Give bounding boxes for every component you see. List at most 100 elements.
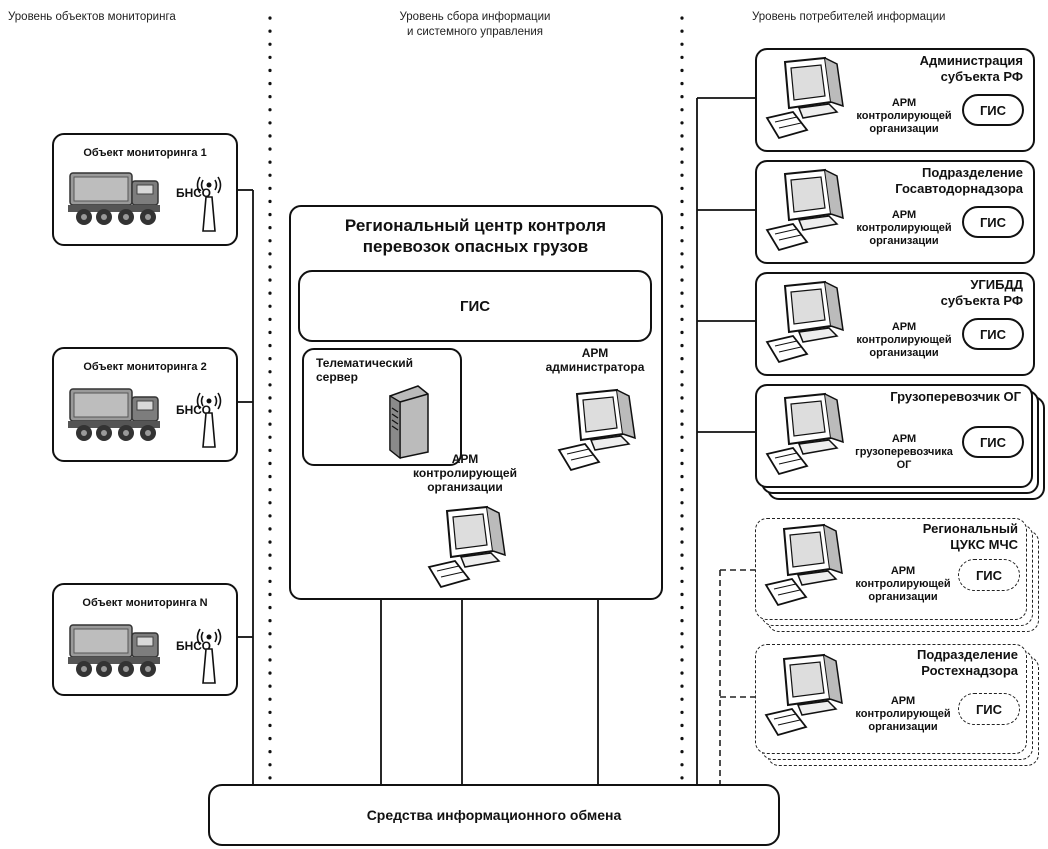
consumer-title: Подразделение Ростехнадзора xyxy=(917,647,1018,679)
consumer-arm-label-line3: организации xyxy=(868,591,938,603)
center-gis-box: ГИС xyxy=(298,270,652,342)
consumer-arm-label-line2: контролирующей xyxy=(855,578,951,590)
computer-icon xyxy=(765,56,844,140)
consumer-arm-label-line2: контролирующей xyxy=(855,708,951,720)
consumer-title-line1: Грузоперевозчик ОГ xyxy=(890,389,1021,404)
information-exchange-label: Средства информационного обмена xyxy=(366,807,622,823)
consumer-arm-label-line2: контролирующей xyxy=(856,334,952,346)
admin-arm-label-line1: АРМ xyxy=(581,346,609,360)
antenna-icon xyxy=(196,628,222,684)
regional-center-title-line1: Региональный центр контроля xyxy=(344,216,607,235)
center-arm-label-line1: АРМ xyxy=(451,452,479,466)
consumer-arm-label-line3: организации xyxy=(869,235,939,247)
consumer-title-line2: ЦУКС МЧС xyxy=(950,537,1018,552)
computer-icon xyxy=(557,388,636,472)
consumer-arm-label-line1: АРМ xyxy=(891,321,917,333)
consumer-gis-badge: ГИС xyxy=(962,426,1024,458)
level-heading-collection-line1: Уровень сбора информации xyxy=(399,11,551,23)
consumer-arm-label-line3: организации xyxy=(869,123,939,135)
center-arm-label-line3: организации xyxy=(427,480,503,494)
computer-icon xyxy=(427,505,506,589)
consumer-gis-badge: ГИС xyxy=(962,206,1024,238)
level-heading-consumers: Уровень потребителей информации xyxy=(752,11,946,23)
truck-icon xyxy=(68,624,160,677)
consumer-arm-label-line3: ОГ xyxy=(896,459,912,471)
center-arm-label-line2: контролирующей xyxy=(413,466,517,480)
consumer-title-line2: Ростехнадзора xyxy=(921,663,1018,678)
consumer-arm-label-line1: АРМ xyxy=(891,433,917,445)
consumer-administration: Администрация субъекта РФ АРМ контролиру… xyxy=(755,48,1035,152)
computer-icon xyxy=(764,653,843,737)
computer-icon xyxy=(765,168,844,252)
consumer-arm-label-line2: грузоперевозчика xyxy=(855,446,953,458)
consumer-cargo-carrier: Грузоперевозчик ОГ АРМ грузоперевозчика … xyxy=(755,384,1033,488)
monitoring-object-title: Объект мониторинга N xyxy=(82,597,208,609)
consumer-title-line2: Госавтодорнадзора xyxy=(895,181,1023,196)
consumer-gosavtodornadzor: Подразделение Госавтодорнадзора АРМ конт… xyxy=(755,160,1035,264)
consumer-arm-label: АРМ контролирующей организации xyxy=(848,565,958,604)
consumer-title-line1: УГИБДД xyxy=(970,277,1023,292)
consumer-arm-label-line2: контролирующей xyxy=(856,110,952,122)
consumer-arm-label: АРМ контролирующей организации xyxy=(849,321,959,360)
consumer-arm-label-line1: АРМ xyxy=(891,97,917,109)
consumer-title-line1: Подразделение xyxy=(916,647,1018,662)
consumer-arm-label-line3: организации xyxy=(868,721,938,733)
consumer-arm-label-line3: организации xyxy=(869,347,939,359)
consumer-arm-label-line1: АРМ xyxy=(891,209,917,221)
truck-icon xyxy=(68,388,160,441)
consumer-arm-label: АРМ грузоперевозчика ОГ xyxy=(849,433,959,472)
antenna-icon xyxy=(196,392,222,448)
computer-icon xyxy=(765,280,844,364)
center-gis-label: ГИС xyxy=(459,297,491,315)
monitoring-object-n: Объект мониторинга N БНСО xyxy=(52,583,238,696)
admin-arm-label: АРМ администратора xyxy=(520,346,670,374)
telematic-server-label-line2: сервер xyxy=(316,370,358,384)
consumer-arm-label-line1: АРМ xyxy=(890,695,916,707)
consumer-gis-badge: ГИС xyxy=(962,318,1024,350)
computer-icon xyxy=(764,523,843,607)
consumer-title-line1: Региональный xyxy=(922,521,1018,536)
monitoring-object-2: Объект мониторинга 2 БНСО xyxy=(52,347,238,462)
telematic-server-label: Телематический сервер xyxy=(316,356,413,384)
telematic-server-label-line1: Телематический xyxy=(316,356,413,370)
regional-center-title: Региональный центр контроля перевозок оп… xyxy=(291,215,660,257)
consumer-title: УГИБДД субъекта РФ xyxy=(941,277,1023,309)
consumer-title-line2: субъекта РФ xyxy=(940,293,1023,308)
computer-icon xyxy=(765,392,844,476)
consumer-arm-label: АРМ контролирующей организации xyxy=(849,97,959,136)
consumer-title-line1: Подразделение xyxy=(921,165,1023,180)
information-exchange-box: Средства информационного обмена xyxy=(208,784,780,846)
telematic-server-box: Телематический сервер xyxy=(302,348,462,466)
consumer-arm-label-line2: контролирующей xyxy=(856,222,952,234)
consumer-ugibdd: УГИБДД субъекта РФ АРМ контролирующей ор… xyxy=(755,272,1035,376)
consumer-title: Региональный ЦУКС МЧС xyxy=(923,521,1018,553)
monitoring-object-1: Объект мониторинга 1 БНСО xyxy=(52,133,238,246)
antenna-icon xyxy=(196,176,222,232)
consumer-title: Администрация субъекта РФ xyxy=(920,53,1023,85)
regional-center-title-line2: перевозок опасных грузов xyxy=(362,237,589,256)
consumer-gis-badge: ГИС xyxy=(958,693,1020,725)
center-arm-label: АРМ контролирующей организации xyxy=(395,452,535,494)
consumer-arm-label: АРМ контролирующей организации xyxy=(848,695,958,734)
consumer-title: Грузоперевозчик ОГ xyxy=(890,389,1021,405)
admin-arm-label-line2: администратора xyxy=(545,360,645,374)
monitoring-object-title: Объект мониторинга 2 xyxy=(83,361,207,373)
server-icon xyxy=(389,385,429,460)
consumer-arm-label-line1: АРМ xyxy=(890,565,916,577)
consumer-title-line1: Администрация xyxy=(919,53,1023,68)
device-label: БНСО xyxy=(176,403,211,417)
consumer-arm-label: АРМ контролирующей организации xyxy=(849,209,959,248)
truck-icon xyxy=(68,172,160,225)
consumer-emercom: Региональный ЦУКС МЧС АРМ контролирующей… xyxy=(755,518,1027,620)
level-heading-collection: Уровень сбора информации и системного уп… xyxy=(350,10,600,40)
consumer-title-line2: субъекта РФ xyxy=(940,69,1023,84)
consumer-title: Подразделение Госавтодорнадзора xyxy=(895,165,1023,197)
consumer-rostekhnadzor: Подразделение Ростехнадзора АРМ контроли… xyxy=(755,644,1027,754)
monitoring-object-title: Объект мониторинга 1 xyxy=(83,147,207,159)
device-label: БНСО xyxy=(176,639,211,653)
consumer-gis-badge: ГИС xyxy=(962,94,1024,126)
level-heading-objects: Уровень объектов мониторинга xyxy=(8,11,176,23)
level-heading-collection-line2: и системного управления xyxy=(407,26,543,38)
consumer-gis-badge: ГИС xyxy=(958,559,1020,591)
